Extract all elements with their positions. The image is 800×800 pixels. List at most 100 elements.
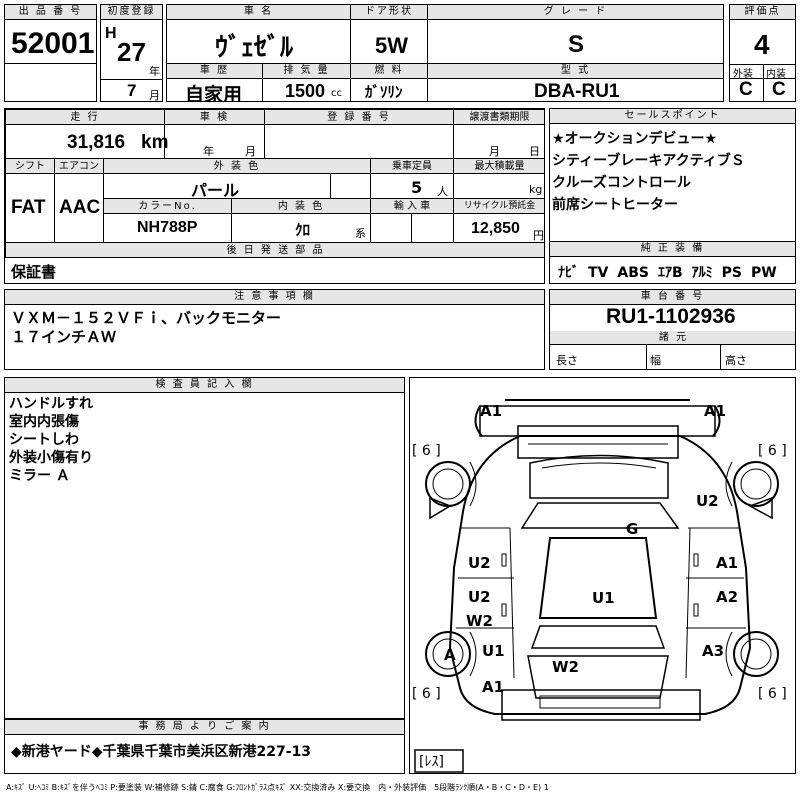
dims-label: 諸 元 xyxy=(550,331,795,345)
vehicle-details-block: 走 行 車 検 登 録 番 号 譲渡書類期限 31,816 km 年 月 月 日… xyxy=(4,108,545,284)
chassis-cell: 車 台 番 号 RU1-1102936 諸 元 長さ 幅 高さ xyxy=(549,289,796,370)
ac-label: エアコン xyxy=(54,158,104,174)
inspection-label: 車 検 xyxy=(164,109,265,125)
car-name-cell: 車 名 ｳﾞｪｾﾞﾙ xyxy=(166,4,351,64)
reg-month: 7 xyxy=(127,81,137,100)
capacity-unit: 人 xyxy=(437,185,448,198)
note-line: １７インチＡＷ xyxy=(11,328,117,346)
inspector-note: シートしわ xyxy=(9,432,79,448)
damage-diagram: A1 A1 G U2 U2 A1 U2 W2 A2 U1 U1 A A3 W2 … xyxy=(409,377,796,774)
spare-tire: [ﾚｽ] xyxy=(419,754,444,770)
mark-right-front-fender: U2 xyxy=(696,492,719,510)
score-label: 評価点 xyxy=(730,5,795,20)
inspection-month: 月 xyxy=(245,145,256,158)
mileage: 31,816 xyxy=(67,132,126,153)
chassis-label: 車 台 番 号 xyxy=(550,290,795,305)
history-label: 車 歴 xyxy=(167,64,262,79)
year-unit: 年 xyxy=(149,65,160,78)
mark-front-left: A1 xyxy=(480,402,502,420)
equipment-item: ｴｱB xyxy=(657,265,683,281)
door-label: ドア形状 xyxy=(351,5,427,20)
interior-color-label: 内 装 色 xyxy=(231,198,371,214)
transfer-day: 日 xyxy=(529,145,540,158)
model-cell: 型 式 DBA-RU1 xyxy=(427,63,724,102)
exterior-color: パール xyxy=(191,181,240,200)
fuel-label: 燃 料 xyxy=(351,64,427,79)
sales-point: シティーブレーキアクティブＳ xyxy=(552,153,745,169)
max-load-unit: kg xyxy=(529,183,543,196)
max-load-label: 最大積載量 xyxy=(453,158,544,174)
recycle-label: リサイクル預託金 xyxy=(453,198,544,214)
ac: AAC xyxy=(59,197,101,218)
equipment-item: ﾅﾋﾞ xyxy=(558,265,579,281)
mark-rear-left: A1 xyxy=(482,678,504,696)
displacement-label: 排 気 量 xyxy=(263,64,350,79)
grade-label: グ レ ー ド xyxy=(428,5,723,20)
fuel-cell: 燃 料 ｶﾞｿﾘﾝ xyxy=(350,63,428,102)
transfer-label: 譲渡書類期限 xyxy=(453,109,544,125)
exterior-score-label: 外装 xyxy=(733,69,753,80)
color-no: NH788P xyxy=(137,219,198,236)
mark-roof: U1 xyxy=(592,589,615,607)
inspector-note: 外装小傷有り xyxy=(9,450,93,466)
car-outline: A1 A1 G U2 U2 A1 U2 W2 A2 U1 U1 A A3 W2 … xyxy=(412,399,787,773)
lot-number-cell: 出 品 番 号 52001 xyxy=(4,4,97,102)
inspector-note: ハンドルすれ xyxy=(9,396,93,412)
mark-trunk: W2 xyxy=(552,658,579,676)
office-cell: 事 務 局 よ り ご 案 内 ◆新港ヤード◆千葉県千葉市美浜区新港227-13 xyxy=(4,719,405,774)
mark-left-rear-wheel: A xyxy=(444,646,456,664)
history-cell: 車 歴 自家用 xyxy=(166,63,263,102)
sales-points-list: ★オークションデビュー★ シティーブレーキアクティブＳ クルーズコントロール 前… xyxy=(552,128,745,216)
mileage-label: 走 行 xyxy=(5,109,165,125)
width-label: 幅 xyxy=(650,354,661,367)
office-label: 事 務 局 よ り ご 案 内 xyxy=(5,720,404,735)
month-unit: 月 xyxy=(149,89,160,102)
mark-right-front-door: A1 xyxy=(716,554,738,572)
inspector-cell: 検 査 員 記 入 欄 ハンドルすれ 室内内張傷 シートしわ 外装小傷有り ミラ… xyxy=(4,377,405,719)
mark-left-rear-door-2: W2 xyxy=(466,612,493,630)
door-type: 5W xyxy=(375,33,408,58)
inspector-label: 検 査 員 記 入 欄 xyxy=(5,378,404,393)
later-parts: 保証書 xyxy=(11,263,57,281)
mark-right-rear-door: A2 xyxy=(716,588,738,606)
model-code: DBA-RU1 xyxy=(534,81,620,102)
exterior-color-label: 外 装 色 xyxy=(103,158,371,174)
equipment-item: TV xyxy=(588,265,609,281)
model-label: 型 式 xyxy=(428,64,723,79)
sales-point: クルーズコントロール xyxy=(552,175,691,191)
transfer-month: 月 xyxy=(489,145,500,158)
later-parts-label: 後 日 発 送 部 品 xyxy=(5,242,544,258)
tire-depth-rear-right: [ 6 ] xyxy=(758,686,787,702)
displacement-cell: 排 気 量 1500 cc xyxy=(262,63,351,102)
grade-cell: グ レ ー ド S xyxy=(427,4,724,64)
inspector-note: ミラー Ａ xyxy=(9,468,70,484)
recycle-unit: 円 xyxy=(533,229,544,242)
height-label: 高さ xyxy=(725,354,747,367)
first-registration-cell: 初度登録 H 27 年 7 月 xyxy=(100,4,163,102)
sales-points-cell: セールスポイント ★オークションデビュー★ シティーブレーキアクティブＳ クルー… xyxy=(549,108,796,242)
tire-depth-rear-left: [ 6 ] xyxy=(412,686,441,702)
reg-no-label: 登 録 番 号 xyxy=(264,109,454,125)
era: H xyxy=(105,25,117,42)
reg-year: 27 xyxy=(117,37,146,67)
office-text: ◆新港ヤード◆千葉県千葉市美浜区新港227-13 xyxy=(11,744,312,760)
mark-front-right: A1 xyxy=(704,402,726,420)
mark-left-rear-door: U2 xyxy=(468,588,491,606)
reg-no-value xyxy=(264,124,454,159)
equipment-item: PW xyxy=(751,265,777,281)
lot-number-label: 出 品 番 号 xyxy=(5,5,96,20)
mileage-unit: km xyxy=(141,132,169,153)
equipment-label: 純 正 装 備 xyxy=(550,242,795,257)
score-cell: 評価点 4 外装 内装 C C xyxy=(729,4,796,102)
interior-score: C xyxy=(772,79,786,100)
car-name: ｳﾞｪｾﾞﾙ xyxy=(215,33,294,63)
note-line: ＶＸＭ－１５２ＶＦｉ、バックモニター xyxy=(11,309,282,327)
sales-points-label: セールスポイント xyxy=(550,109,795,124)
interior-unit: 系 xyxy=(355,227,366,240)
equipment-item: ｱﾙﾐ xyxy=(691,265,713,281)
inspection-year: 年 xyxy=(203,145,214,158)
recycle-amount: 12,850 xyxy=(471,220,520,237)
mark-right-rear-fender: A3 xyxy=(702,642,724,660)
